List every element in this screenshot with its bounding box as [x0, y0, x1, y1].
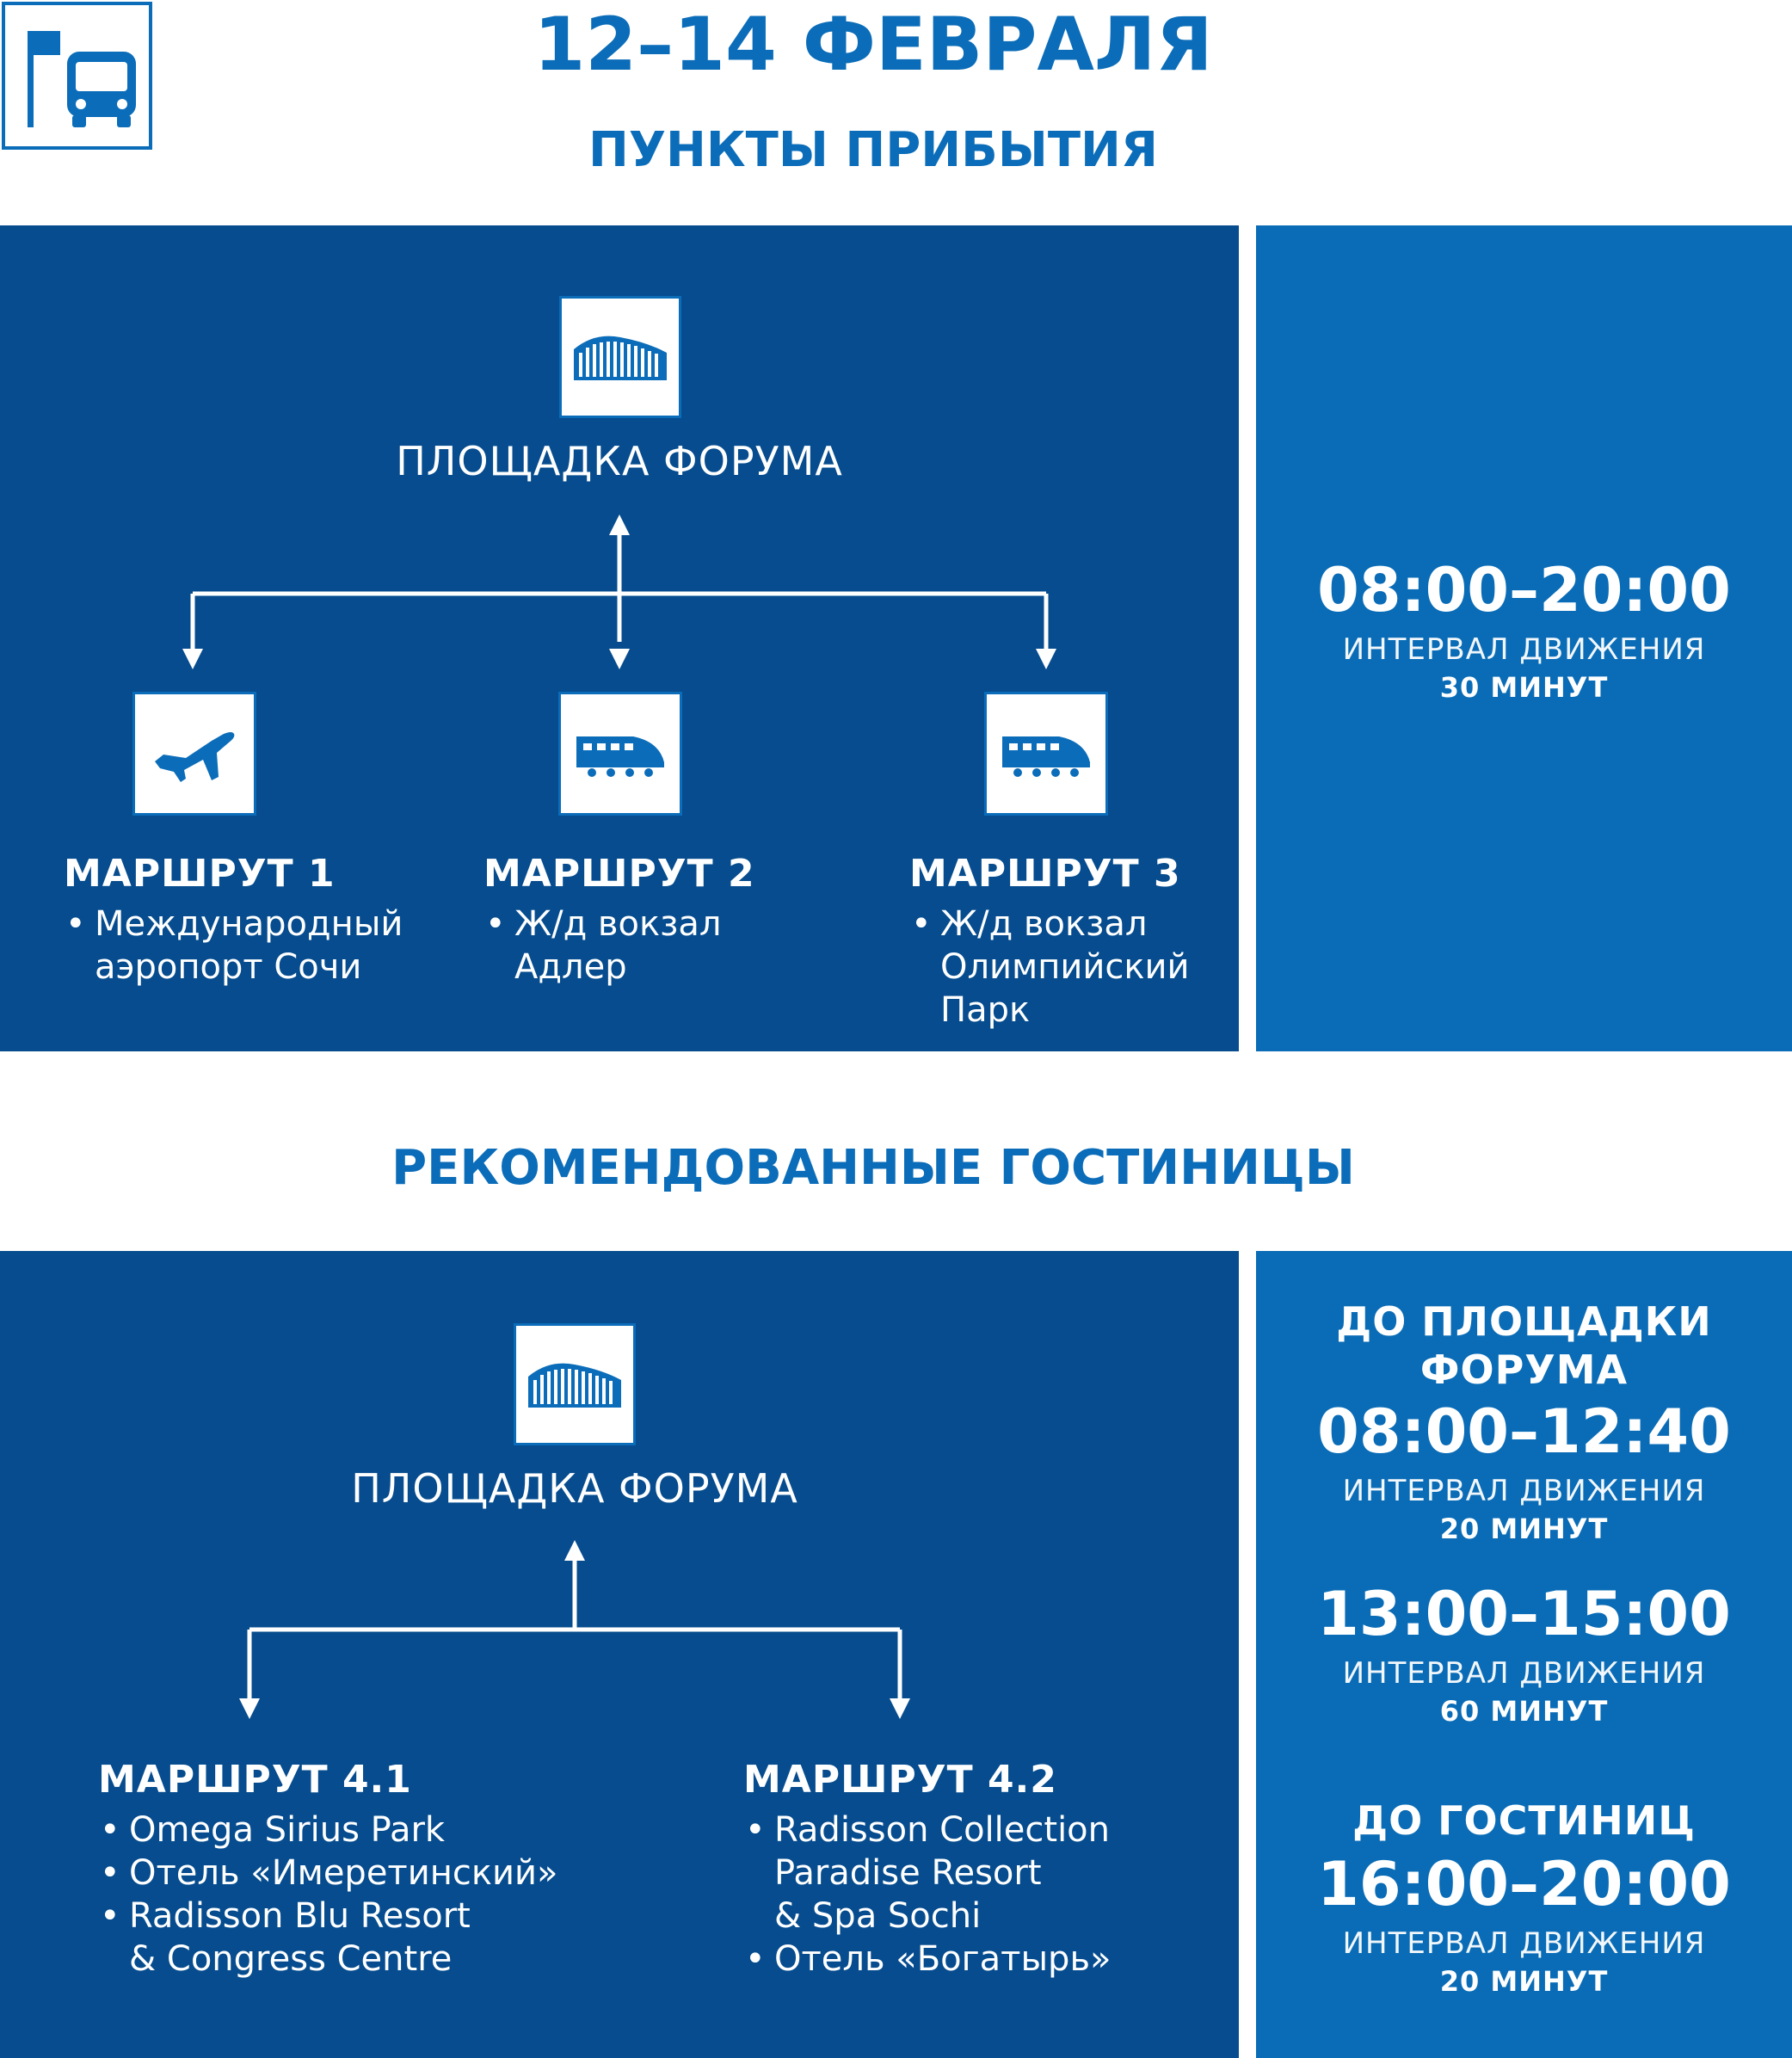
route-2-title: МАРШРУТ 2 [483, 852, 755, 896]
forum-venue-icon [514, 1323, 636, 1445]
schedule-slot-interval-label: ИНТЕРВАЛ ДВИЖЕНИЯ [1342, 1656, 1706, 1691]
list-item: Omega Sirius Park [98, 1808, 558, 1852]
arrivals-venue-label: ПЛОЩАДКА ФОРУМА [396, 438, 843, 484]
schedule-slot-time: 13:00–15:00 [1317, 1579, 1731, 1649]
section-title-hotels: РЕКОМЕНДОВАННЫЕ ГОСТИНИЦЫ [391, 1140, 1355, 1196]
arrivals-connector-arrows [182, 514, 1056, 669]
arrivals-schedule-time: 08:00–20:00 [1317, 555, 1731, 625]
route-4-2-title: МАРШРУТ 4.2 [743, 1758, 1057, 1802]
to-venue-heading: ДО ПЛОЩАДКИ ФОРУМА [1336, 1298, 1712, 1393]
list-item: Radisson Collection Paradise Resort & Sp… [743, 1808, 1111, 1938]
date-title: 12–14 ФЕВРАЛЯ [533, 2, 1213, 88]
list-item: Отель «Имеретинский» [98, 1852, 558, 1895]
hotels-schedule-panel [1256, 1251, 1792, 2058]
route-2-stops: Ж/д вокзал Адлер [483, 903, 755, 989]
schedule-slot-interval-value: 60 МИНУТ [1439, 1695, 1609, 1728]
schedule-slot-interval-label: ИНТЕРВАЛ ДВИЖЕНИЯ [1342, 1474, 1706, 1508]
route-4-2: МАРШРУТ 4.2 Radisson Collection Paradise… [743, 1758, 1111, 1981]
route-1-title: МАРШРУТ 1 [64, 852, 336, 896]
list-item: Ж/д вокзал Адлер [483, 903, 755, 989]
schedule-slot-time: 16:00–20:00 [1317, 1849, 1731, 1919]
arrivals-interval-value: 30 МИНУТ [1439, 671, 1609, 704]
train-icon [984, 692, 1108, 816]
forum-venue-icon [559, 296, 681, 418]
list-item: Отель «Богатырь» [743, 1938, 1111, 1981]
route-3-stops: Ж/д вокзал Олимпийский Парк [909, 903, 1190, 1032]
route-4-2-hotels: Radisson Collection Paradise Resort & Sp… [743, 1808, 1111, 1981]
schedule-slot-interval-value: 20 МИНУТ [1439, 1965, 1609, 1998]
arrivals-interval-label: ИНТЕРВАЛ ДВИЖЕНИЯ [1342, 632, 1706, 667]
train-icon [558, 692, 682, 816]
route-4-1: МАРШРУТ 4.1 Omega Sirius Park Отель «Име… [98, 1758, 558, 1981]
list-item: Ж/д вокзал Олимпийский Парк [909, 903, 1190, 1032]
list-item: Radisson Blu Resort & Congress Centre [98, 1895, 558, 1981]
section-title-arrivals: ПУНКТЫ ПРИБЫТИЯ [588, 122, 1159, 178]
schedule-slot-interval-label: ИНТЕРВАЛ ДВИЖЕНИЯ [1342, 1926, 1706, 1961]
schedule-slot-time: 08:00–12:40 [1317, 1396, 1731, 1467]
arrivals-schedule-panel [1256, 225, 1792, 1051]
list-item: Международный аэропорт Сочи [64, 903, 403, 989]
schedule-slot-interval-value: 20 МИНУТ [1439, 1513, 1609, 1545]
route-4-1-hotels: Omega Sirius Park Отель «Имеретинский» R… [98, 1808, 558, 1981]
route-3-title: МАРШРУТ 3 [909, 852, 1181, 896]
route-4-1-title: МАРШРУТ 4.1 [98, 1758, 412, 1802]
route-1-stops: Международный аэропорт Сочи [64, 903, 403, 989]
airplane-icon [132, 692, 256, 816]
route-3: МАРШРУТ 3 Ж/д вокзал Олимпийский Парк [909, 852, 1190, 1032]
hotels-connector-arrows [239, 1540, 910, 1719]
bus-stop-icon [2, 2, 152, 150]
to-hotels-heading: ДО ГОСТИНИЦ [1352, 1797, 1696, 1844]
hotels-venue-label: ПЛОЩАДКА ФОРУМА [351, 1465, 798, 1512]
route-1: МАРШРУТ 1 Международный аэропорт Сочи [64, 852, 403, 989]
route-2: МАРШРУТ 2 Ж/д вокзал Адлер [483, 852, 755, 989]
